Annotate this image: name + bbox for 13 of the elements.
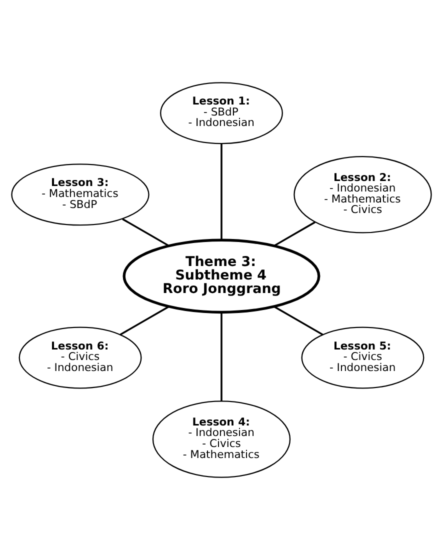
node-ellipse: Lesson 4: - Indonesian - Civics - Mathematics	[152, 400, 291, 478]
connector	[274, 306, 324, 335]
connector	[274, 220, 316, 246]
node-ellipse: Lesson 2: - Indonesian - Mathematics - Civics	[294, 156, 432, 233]
node-ellipse: Lesson 1: - SBdP - Indonesian	[160, 82, 283, 144]
node-ellipse: Lesson 5: - Civics - Indonesian	[301, 326, 424, 388]
connector	[220, 312, 222, 401]
connector	[120, 306, 169, 335]
node-ellipse: Theme 3: Subtheme 4 Roro Jonggrang	[122, 238, 320, 314]
node-ellipse: Lesson 6: - Civics - Indonesian	[18, 326, 142, 388]
connector	[220, 143, 222, 240]
connector	[122, 218, 169, 246]
node-ellipse: Lesson 3: - Mathematics - SBdP	[11, 163, 150, 226]
